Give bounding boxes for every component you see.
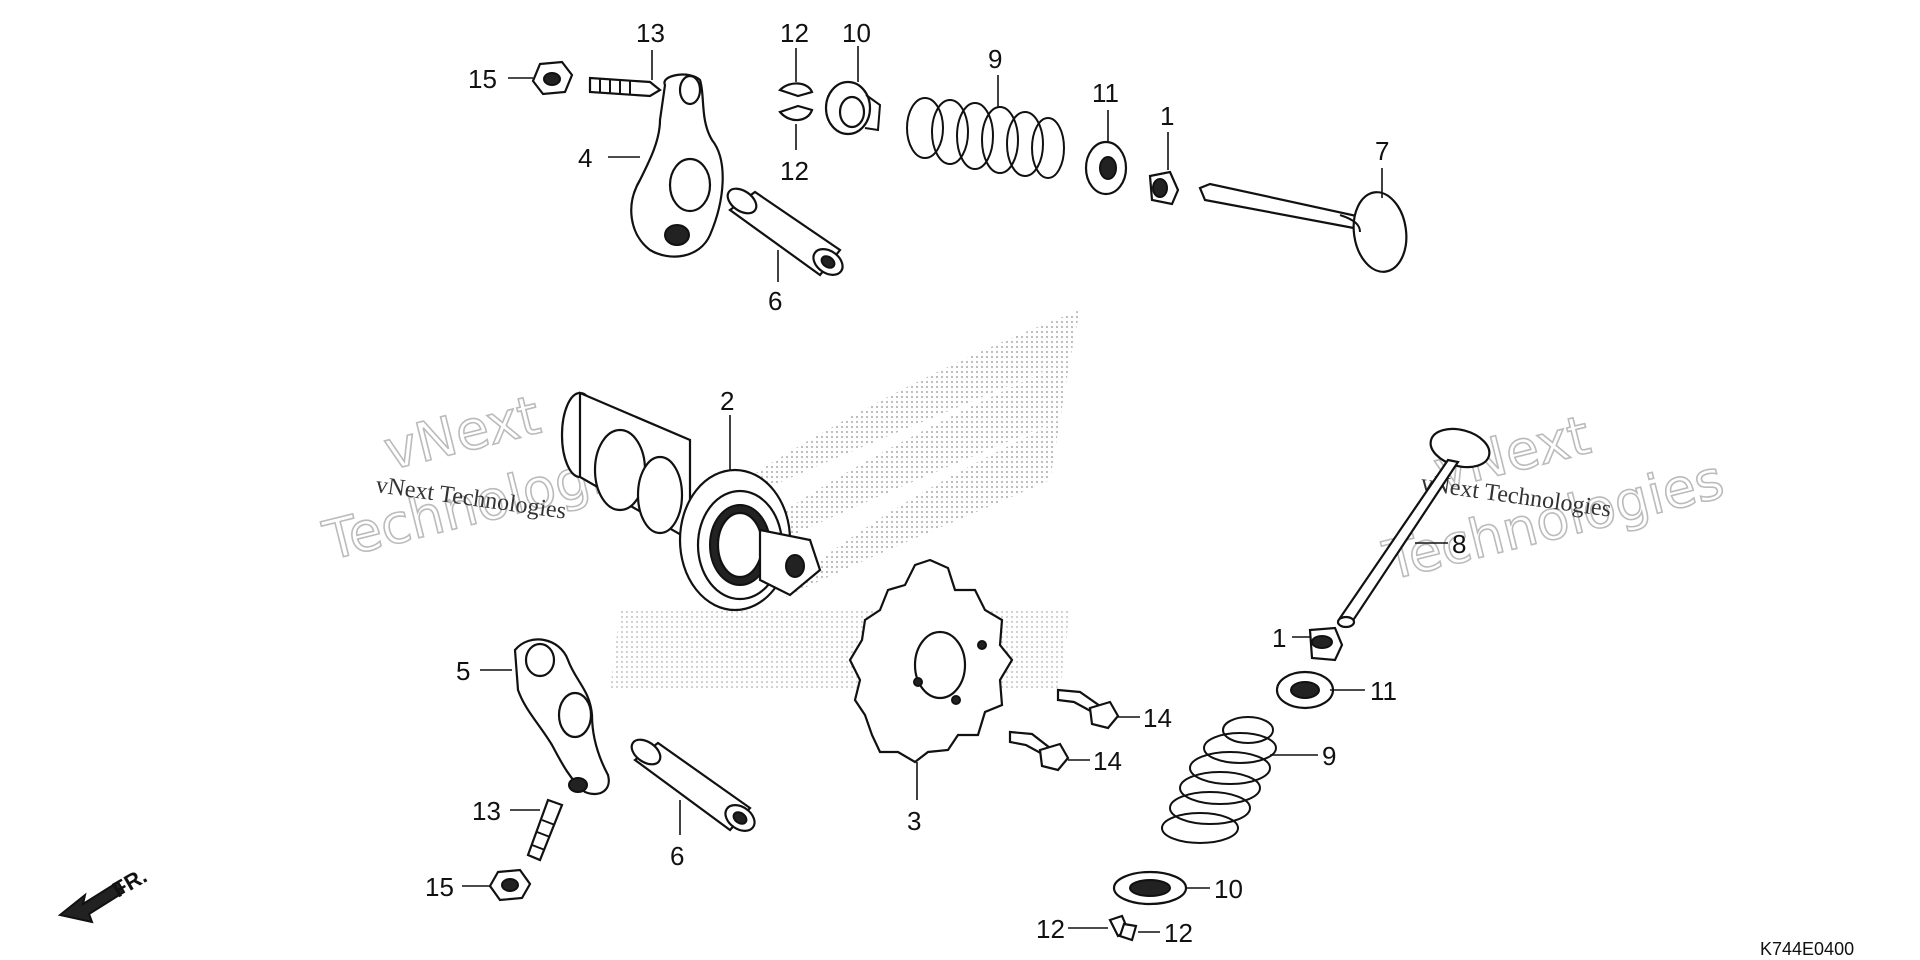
callout-8: 8: [1452, 529, 1466, 559]
cotter-12-bottom: 12 12: [1036, 914, 1193, 948]
callout-9-bottom: 9: [1322, 741, 1336, 771]
callout-13: 13: [636, 18, 665, 48]
seat-11-bottom: 11: [1275, 670, 1397, 710]
front-arrow-icon: FR.: [57, 863, 151, 924]
screw-13-bottom: 13: [472, 796, 564, 862]
callout-9: 9: [988, 44, 1002, 74]
callout-6-bottom: 6: [670, 841, 684, 871]
callout-12d: 12: [1164, 918, 1193, 948]
seal-1-bottom: 1: [1272, 623, 1344, 662]
retainer-10-bottom: 10: [1112, 870, 1243, 906]
valve-7: 7: [1198, 136, 1408, 273]
callout-15: 15: [468, 64, 497, 94]
callout-1-bottom: 1: [1272, 623, 1286, 653]
diagram-code: K744E0400: [1760, 939, 1854, 959]
valve-8: 8: [1336, 427, 1491, 629]
callout-5: 5: [456, 656, 470, 686]
callout-15-bottom: 15: [425, 872, 454, 902]
rocker-arm-5: 5: [456, 638, 610, 796]
rocker-arm-4: 4: [578, 73, 724, 258]
bolt-14-b: 14: [1008, 730, 1122, 776]
shaft-6-bottom: 6: [630, 738, 756, 871]
callout-3: 3: [907, 806, 921, 836]
spring-9-top: 9: [906, 44, 1065, 179]
shaft-6-top: 6: [726, 187, 844, 316]
camshaft-2: 2: [560, 386, 822, 612]
nut-15-bottom: 15: [425, 868, 532, 902]
seat-11-top: 11: [1084, 78, 1128, 196]
callout-2: 2: [720, 386, 734, 416]
retainer-10-top: 10: [824, 18, 882, 136]
callout-11-bottom: 11: [1370, 676, 1397, 706]
seal-1-top: 1: [1148, 101, 1180, 206]
callout-12b: 12: [780, 156, 809, 186]
callout-6: 6: [768, 286, 782, 316]
callout-10: 10: [842, 18, 871, 48]
nut-15-top: 15: [468, 60, 574, 96]
callout-12a: 12: [780, 18, 809, 48]
callout-14a: 14: [1143, 703, 1172, 733]
callout-11: 11: [1092, 78, 1119, 108]
spring-9-bottom: 9: [1161, 716, 1336, 844]
callout-7: 7: [1375, 136, 1389, 166]
callout-12c: 12: [1036, 914, 1065, 944]
bolt-14-a: 14: [1056, 688, 1172, 733]
sprocket-3: 3: [848, 558, 1014, 836]
callout-10-bottom: 10: [1214, 874, 1243, 904]
cotter-12-top: 12 12: [777, 18, 814, 186]
callout-14b: 14: [1093, 746, 1122, 776]
callout-4: 4: [578, 143, 592, 173]
screw-13-top: 13: [588, 18, 665, 98]
callout-13-bottom: 13: [472, 796, 501, 826]
callout-1: 1: [1160, 101, 1174, 131]
